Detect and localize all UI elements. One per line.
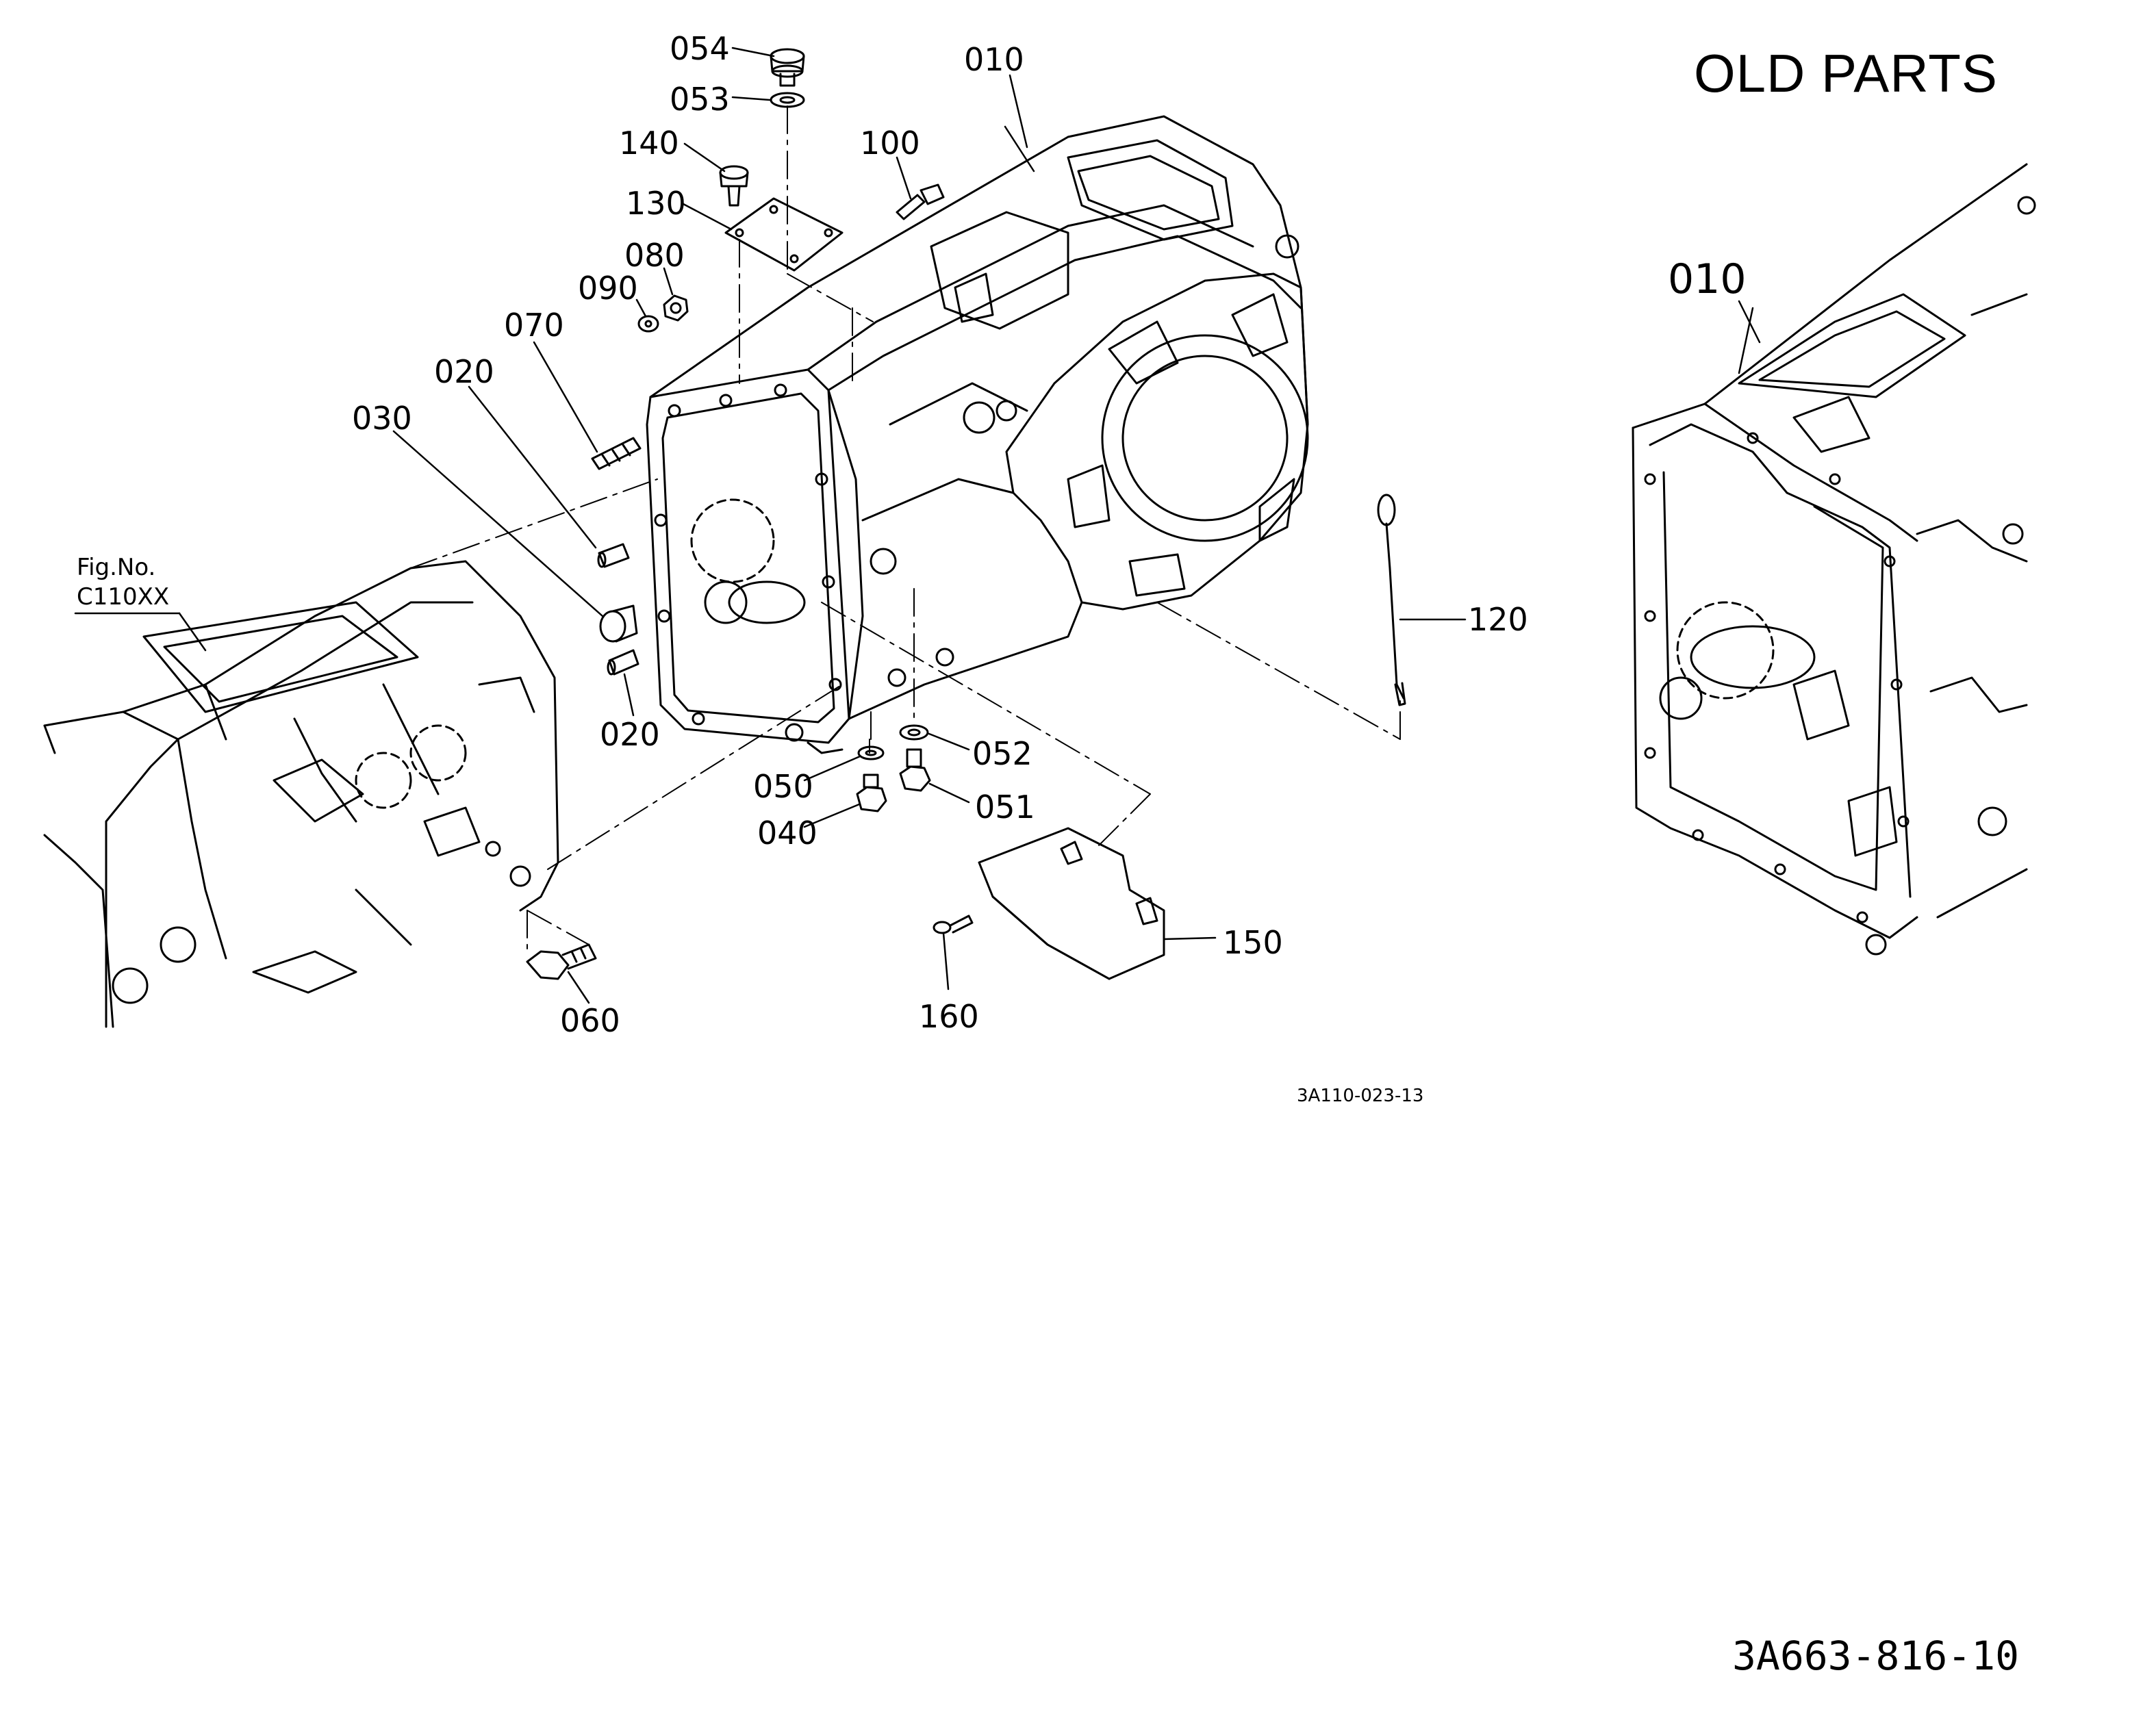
callout-052: 052 (972, 735, 1032, 772)
callout-060: 060 (560, 1002, 620, 1039)
bolt-060 (527, 945, 596, 979)
callout-120: 120 (1468, 601, 1528, 638)
document-number: 3A663-816-10 (1732, 1633, 2020, 1679)
callout-020-upper: 020 (434, 353, 494, 390)
old-parts-case-010 (1633, 164, 2035, 954)
plug-054 (771, 49, 804, 86)
callout-140: 140 (619, 125, 679, 162)
transmission-case-010 (647, 116, 1308, 753)
callout-090: 090 (578, 270, 638, 307)
front-case-reference (45, 561, 558, 1027)
drawing-number: 3A110-023-13 (1297, 1086, 1424, 1106)
cover-130 (726, 199, 842, 270)
dipstick-120 (1378, 495, 1405, 705)
washer-052 (900, 726, 928, 739)
washer-090 (639, 316, 658, 331)
leader-lines (75, 48, 1760, 1003)
bolt-160 (934, 916, 972, 933)
plug-051 (900, 750, 930, 791)
callout-051: 051 (975, 789, 1035, 826)
callout-070: 070 (504, 307, 564, 344)
figure-reference-label: Fig.No. (77, 554, 156, 581)
plug-040 (857, 775, 886, 811)
callout-040: 040 (757, 815, 817, 852)
callout-100: 100 (860, 125, 920, 162)
callout-050: 050 (753, 768, 813, 805)
stud-070 (592, 438, 640, 469)
washer-053 (771, 93, 804, 107)
callout-160: 160 (919, 998, 979, 1035)
callout-150: 150 (1223, 924, 1283, 961)
callout-010: 010 (964, 41, 1024, 78)
figure-reference: Fig.No. C110XX (77, 553, 169, 611)
guard-150 (979, 828, 1164, 979)
page-title: OLD PARTS (1694, 43, 1998, 103)
callout-130: 130 (626, 185, 686, 222)
callout-030: 030 (352, 400, 412, 437)
washer-050 (859, 747, 883, 759)
pin-020-upper (598, 544, 629, 567)
alignment-lines (411, 106, 1400, 951)
callout-054: 054 (670, 30, 730, 67)
nut-080 (664, 296, 687, 320)
bushing-030 (600, 606, 637, 641)
callout-010-old-parts: 010 (1668, 255, 1747, 303)
bolt-140 (720, 166, 748, 205)
pin-020-lower (608, 650, 638, 674)
callout-080: 080 (624, 237, 685, 274)
stud-100 (897, 185, 943, 219)
callout-053: 053 (670, 81, 730, 118)
callout-020-lower: 020 (600, 716, 660, 753)
figure-reference-number: C110XX (77, 583, 170, 611)
